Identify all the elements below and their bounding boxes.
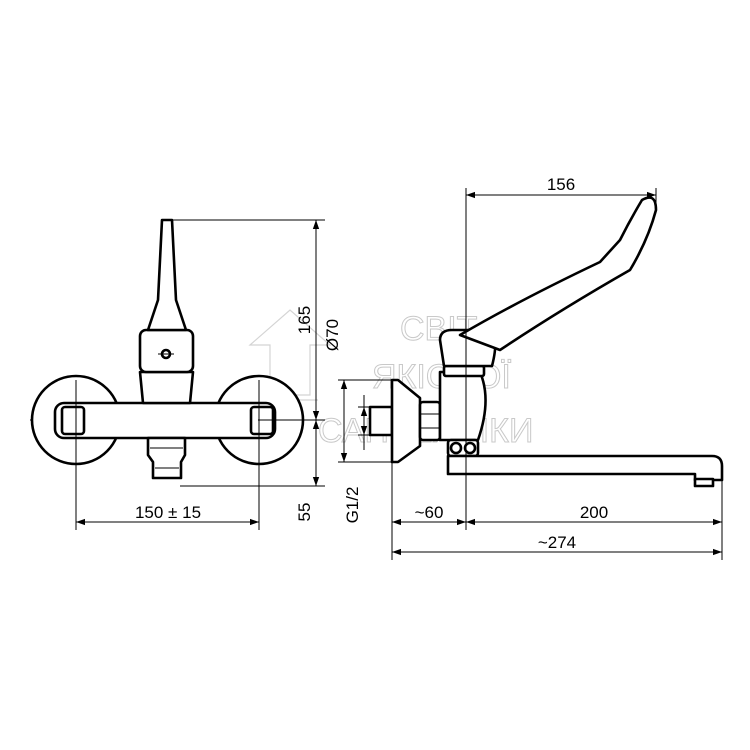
side-body (438, 370, 487, 442)
cartridge-housing (138, 370, 195, 405)
dim-total-length: ~274 (538, 533, 576, 552)
dim-wall-offset: ~60 (415, 503, 444, 522)
left-inlet-nut (60, 405, 86, 436)
dim-diameter: Ø70 (323, 319, 342, 351)
front-outlet (146, 436, 187, 480)
side-collar (442, 364, 486, 378)
dim-thread: G1/2 (343, 487, 362, 524)
spout (446, 454, 724, 482)
front-view: 150 ± 15 165 55 (30, 218, 325, 530)
aerator (693, 477, 715, 488)
side-lever (458, 196, 658, 352)
dim-spout-reach: 200 (580, 503, 608, 522)
front-body (53, 401, 277, 440)
dim-front-bottom: 55 (295, 503, 314, 522)
ring-hole-1 (449, 441, 463, 455)
side-nut (418, 400, 442, 442)
dim-front-width: 150 ± 15 (135, 503, 201, 522)
dim-front-height: 165 (295, 306, 314, 334)
front-lever (146, 218, 188, 332)
dim-lever-reach: 156 (547, 175, 575, 194)
ring-hole-2 (463, 441, 477, 455)
side-view: 156 Ø70 G1/2 ~60 200 ~274 (323, 175, 724, 560)
wall-inlet (368, 405, 394, 437)
